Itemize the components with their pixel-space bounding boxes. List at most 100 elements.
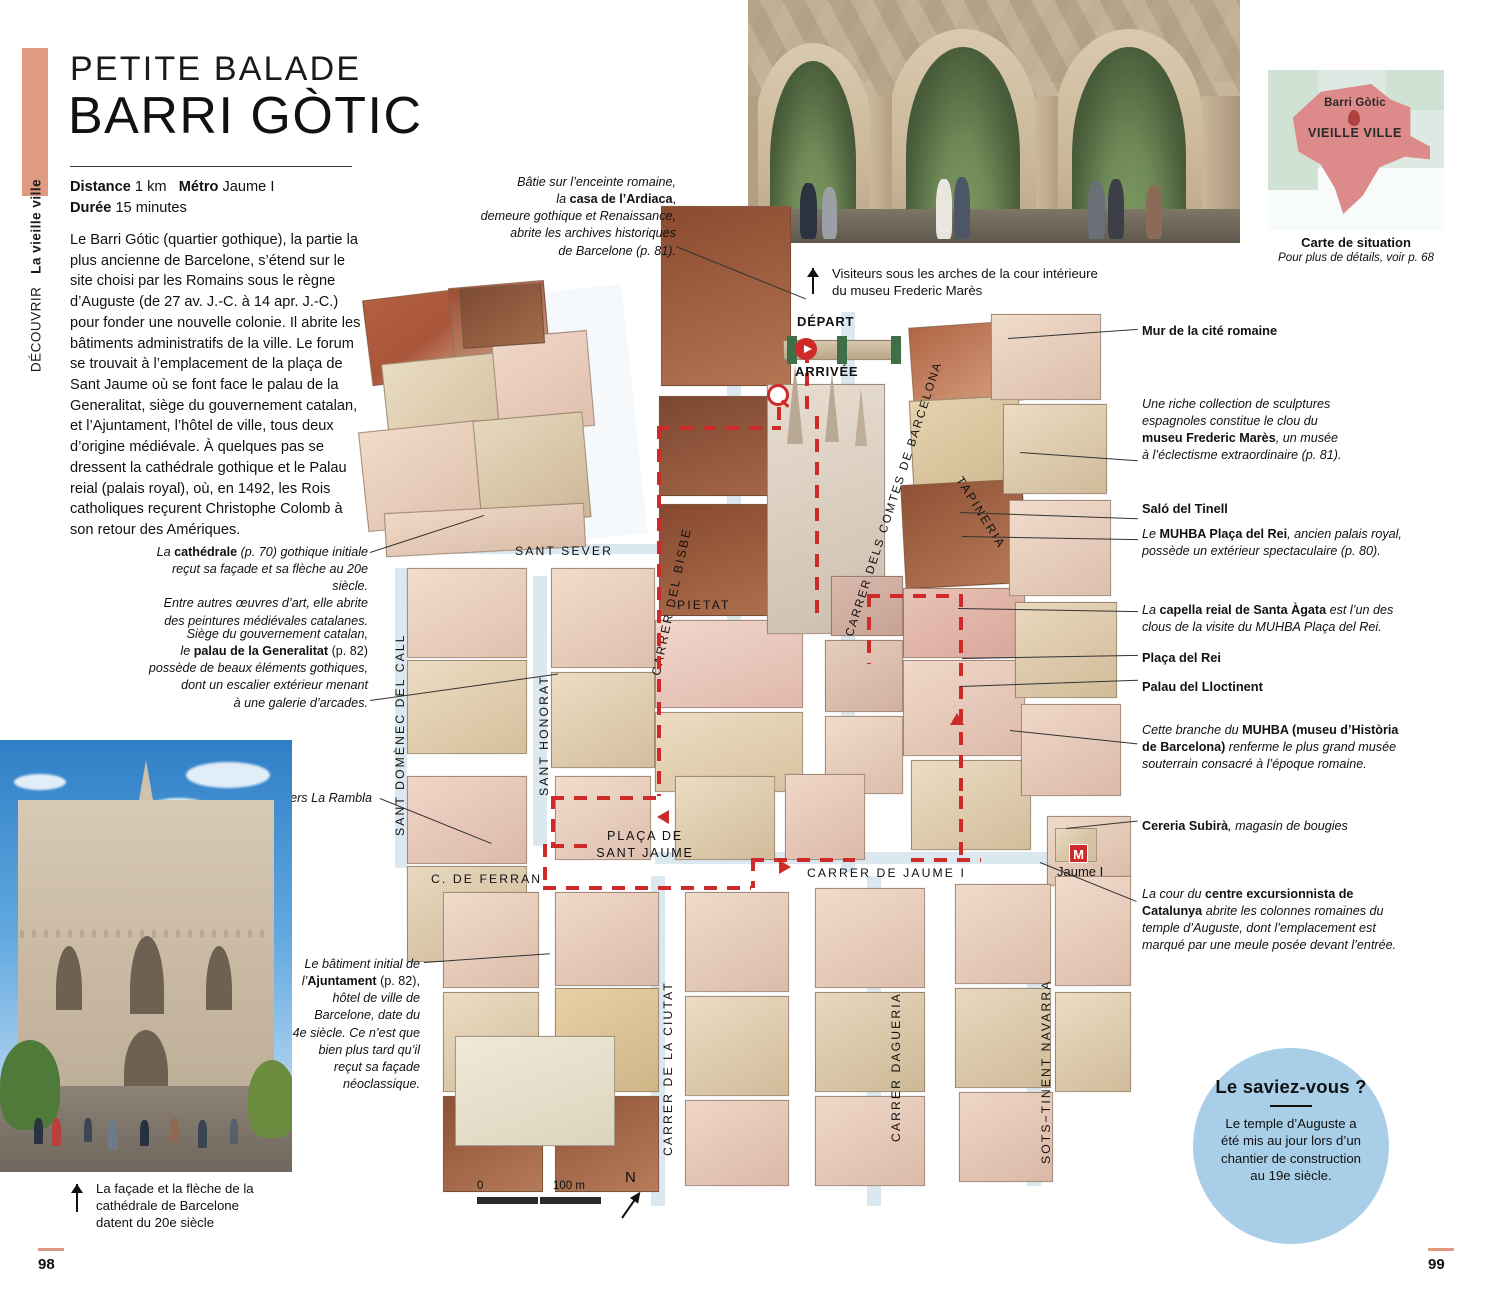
- map-block: [903, 588, 1025, 658]
- metro-icon: M: [1069, 844, 1088, 863]
- annotation-mur-cite-romaine: Mur de la cité romaine: [1142, 323, 1278, 338]
- map-pin-icon: [1348, 110, 1360, 126]
- annotation-ajuntament-line4: Barcelone, date du: [314, 1008, 420, 1023]
- map-block: [959, 1092, 1053, 1182]
- route-segment: [867, 594, 963, 598]
- photo-cathedral-caption-line1: La façade et la flèche de la: [96, 1181, 254, 1196]
- annotation-cathedrale-name: cathédrale: [174, 545, 238, 559]
- annotation-mares-line2: espagnoles constitue le clou du: [1142, 414, 1318, 429]
- route-segment: [959, 796, 963, 862]
- annotation-muhba-name: MUHBA Plaça del Rei: [1159, 527, 1288, 541]
- map-block: [815, 992, 925, 1092]
- route-segment: [805, 350, 809, 410]
- route-segment: [911, 858, 981, 862]
- route-segment: [815, 416, 819, 616]
- annotation-ardiaca-line1: Bâtie sur l’enceinte romaine,: [517, 175, 676, 189]
- map-block: [911, 760, 1031, 850]
- annotation-ajuntament-post: (p. 82),: [376, 974, 420, 989]
- annotation-capella-post: est l’un des: [1326, 603, 1394, 617]
- map-block: [825, 640, 903, 712]
- map-block: [459, 283, 545, 349]
- annotation-ajuntament-line6: bien plus tard qu’il: [318, 1042, 420, 1057]
- map-block: [1055, 992, 1131, 1092]
- annotation-cathedrale-line2: reçut sa façade et sa flèche au 20e sièc…: [171, 562, 368, 594]
- page-number-rule-left: [38, 1248, 64, 1251]
- annotation-ardiaca-line2-post: ,: [672, 192, 677, 207]
- situation-map-caption-sub: Pour plus de détails, voir p. 68: [1278, 251, 1434, 264]
- route-segment: [551, 796, 661, 800]
- route-segment: [867, 594, 871, 664]
- annotation-centre-name1: centre excursionnista de: [1205, 887, 1354, 901]
- annotation-generalitat-name: palau de la Generalitat: [193, 644, 329, 659]
- annotation-cathedrale-line4: des peintures médiévales catalanes.: [164, 613, 368, 628]
- annotation-cereria-name: Cereria Subirà: [1142, 819, 1229, 833]
- walk-meta: Distance 1 km Métro Jaume I Durée 15 min…: [70, 177, 274, 219]
- route-segment: [959, 594, 963, 798]
- annotation-generalitat-line1: Siège du gouvernement catalan,: [186, 627, 368, 641]
- meta-duration-value: 15 minutes: [115, 200, 187, 217]
- annotation-muhba-branche-name1: MUHBA (museu d’Història: [1242, 723, 1399, 737]
- annotation-muhba-branche-post: renferme le plus grand musée: [1225, 740, 1397, 755]
- annotation-ajuntament-line8: néoclassique.: [342, 1076, 420, 1091]
- annotation-generalitat-post: (p. 82): [328, 644, 368, 659]
- map-block: [903, 660, 1025, 756]
- map-block: [407, 568, 527, 658]
- map-block: [407, 660, 527, 754]
- map-block: [815, 1096, 925, 1186]
- route-segment: [543, 844, 547, 890]
- annotation-museu-mares: Une riche collection de sculptures espag…: [1142, 396, 1482, 465]
- route-segment: [657, 426, 661, 796]
- annotation-ajuntament-line7: reçut sa façade: [333, 1059, 420, 1074]
- street-label-pietat: PIETAT: [677, 598, 731, 612]
- section-tab: DÉCOUVRIR La vieille ville: [29, 176, 44, 376]
- map-block: [685, 892, 789, 992]
- page-title: BARRI GÒTIC: [68, 87, 423, 145]
- photo-arcade-caption-line2: du museu Frederic Marès: [832, 283, 983, 299]
- annotation-ajuntament-pre: l’: [301, 974, 308, 989]
- photo-arcade-caption-line1: Visiteurs sous les arches de la cour int…: [832, 266, 1098, 281]
- route-end-marker: [767, 384, 789, 406]
- metro-station-label: Jaume I: [1057, 864, 1104, 879]
- scale-label-max: 100 m: [553, 1180, 585, 1192]
- annotation-ajuntament-line5: 14e siècle. Ce n’est que: [285, 1025, 420, 1040]
- route-segment: [551, 844, 591, 848]
- route-end-label: ARRIVÉE: [795, 364, 859, 379]
- map-block: [1021, 704, 1121, 796]
- annotation-muhba-branche-name2: de Barcelona): [1142, 740, 1226, 755]
- map-block: [551, 672, 655, 768]
- page-number-right: 99: [1428, 1256, 1445, 1273]
- page-number-rule-right: [1428, 1248, 1454, 1251]
- meta-metro-label: Métro: [178, 179, 219, 195]
- route-direction-arrow: [779, 860, 791, 874]
- scale-bar-tick: [538, 1197, 540, 1204]
- map-block: [675, 776, 775, 860]
- title-divider: [70, 166, 352, 167]
- annotation-centre-line4: marqué par une meule posée devant l’entr…: [1142, 938, 1397, 953]
- annotation-ajuntament-line1: Le bâtiment initial de: [304, 957, 420, 971]
- annotation-palau-del-lloctinent: Palau del Lloctinent: [1142, 679, 1263, 694]
- annotation-cereria-subira: Cereria Subirà, magasin de bougies: [1142, 818, 1472, 835]
- photo-cathedral-caption-arrow: [72, 1184, 82, 1212]
- route-segment: [751, 858, 755, 888]
- annotation-ajuntament-name: Ajuntament: [307, 974, 377, 989]
- annotation-generalitat: Siège du gouvernement catalan, le palau …: [142, 626, 368, 712]
- map-block: [555, 892, 659, 986]
- map-block: [455, 1036, 615, 1146]
- map-block: [655, 620, 803, 708]
- page-number-left: 98: [38, 1256, 55, 1273]
- route-segment: [551, 796, 555, 848]
- photo-arcade-caption-arrow: [808, 268, 818, 294]
- annotation-capella-pre: La: [1142, 603, 1160, 617]
- annotation-placa-del-rei: Plaça del Rei: [1142, 650, 1221, 665]
- annotation-cathedrale: La cathédrale (p. 70) gothique initiale …: [138, 544, 368, 630]
- route-segment: [751, 858, 855, 862]
- annotation-centre-name2: Catalunya: [1142, 904, 1203, 919]
- route-segment: [543, 886, 751, 890]
- annotation-centre-line3: temple d’Auguste, dont l’emplacement est: [1142, 921, 1376, 936]
- annotation-ajuntament-line3: hôtel de ville de: [332, 991, 420, 1006]
- annotation-centre-post: abrite les colonnes romaines du: [1202, 904, 1384, 919]
- map-block: [1003, 404, 1107, 494]
- map-block: [1055, 876, 1131, 986]
- street-label-c-de-ferran: C. DE FERRAN: [431, 872, 543, 886]
